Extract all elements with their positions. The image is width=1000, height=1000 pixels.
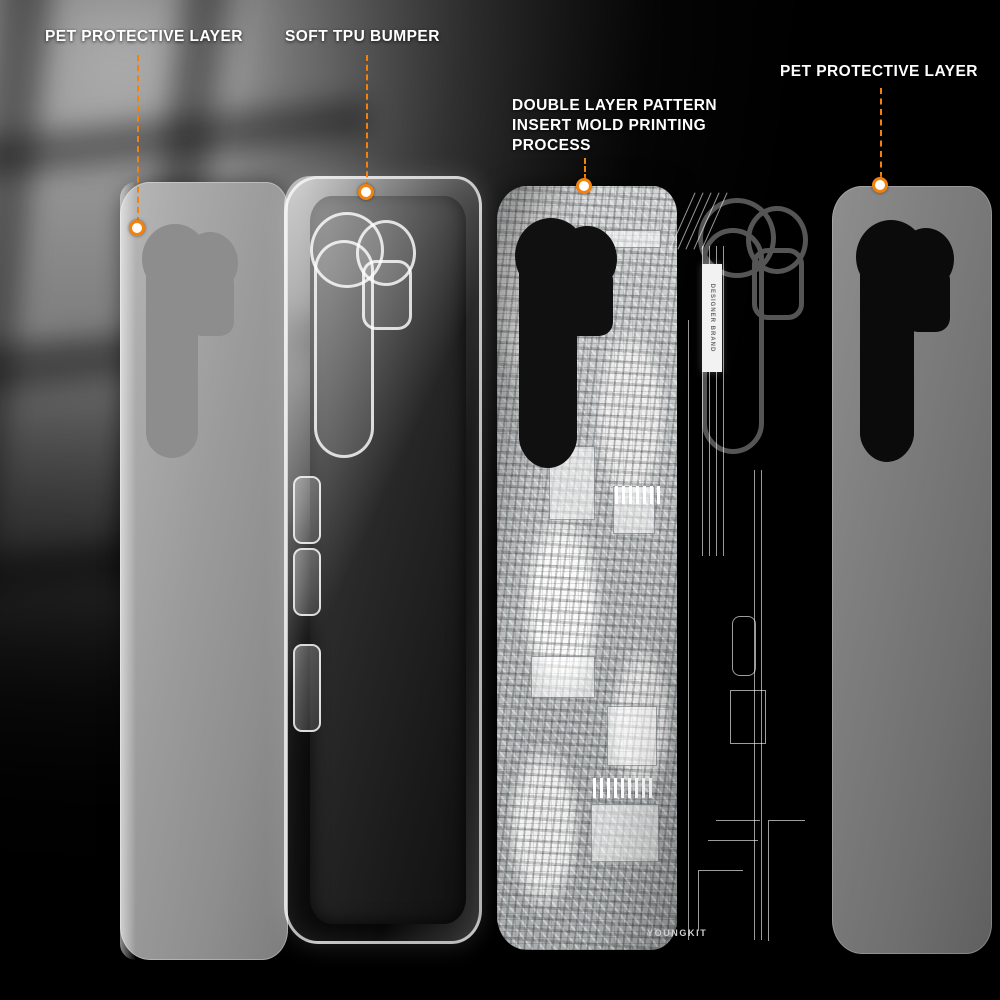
callout-leader-tpu (366, 55, 368, 187)
callout-dot-pet-left[interactable] (129, 220, 145, 236)
callout-leader-pet-right (880, 88, 882, 178)
layer-dark-circuit-frame: DESIGNER BRAND (669, 180, 866, 970)
side-sticker-text: DESIGNER BRAND (709, 283, 715, 353)
callout-leader-pet-left (137, 55, 139, 223)
callout-label-tpu: SOFT TPU BUMPER (285, 28, 440, 45)
camera-cutout (142, 218, 242, 462)
layer-soft-tpu-bumper (284, 176, 482, 944)
layer-pet-protective-right (832, 186, 992, 954)
camera-cutout (856, 216, 960, 466)
shell-brand-text: YOUNGKIT (647, 928, 708, 938)
callout-label-pet-right: PET PROTECTIVE LAYER (780, 63, 978, 80)
callout-dot-pattern[interactable] (576, 178, 592, 194)
callout-leader-pattern (584, 158, 586, 180)
side-sticker: DESIGNER BRAND (702, 264, 722, 372)
callout-label-pattern: DOUBLE LAYER PATTERN INSERT MOLD PRINTIN… (512, 97, 718, 154)
callout-label-pet-left: PET PROTECTIVE LAYER (45, 28, 243, 45)
layer-printed-pattern-shell: YOUNGKIT (497, 186, 706, 950)
callout-dot-pet-right[interactable] (872, 177, 888, 193)
callout-dot-tpu[interactable] (358, 184, 374, 200)
camera-cutout (515, 214, 623, 470)
layer-pet-protective-left (120, 182, 288, 960)
